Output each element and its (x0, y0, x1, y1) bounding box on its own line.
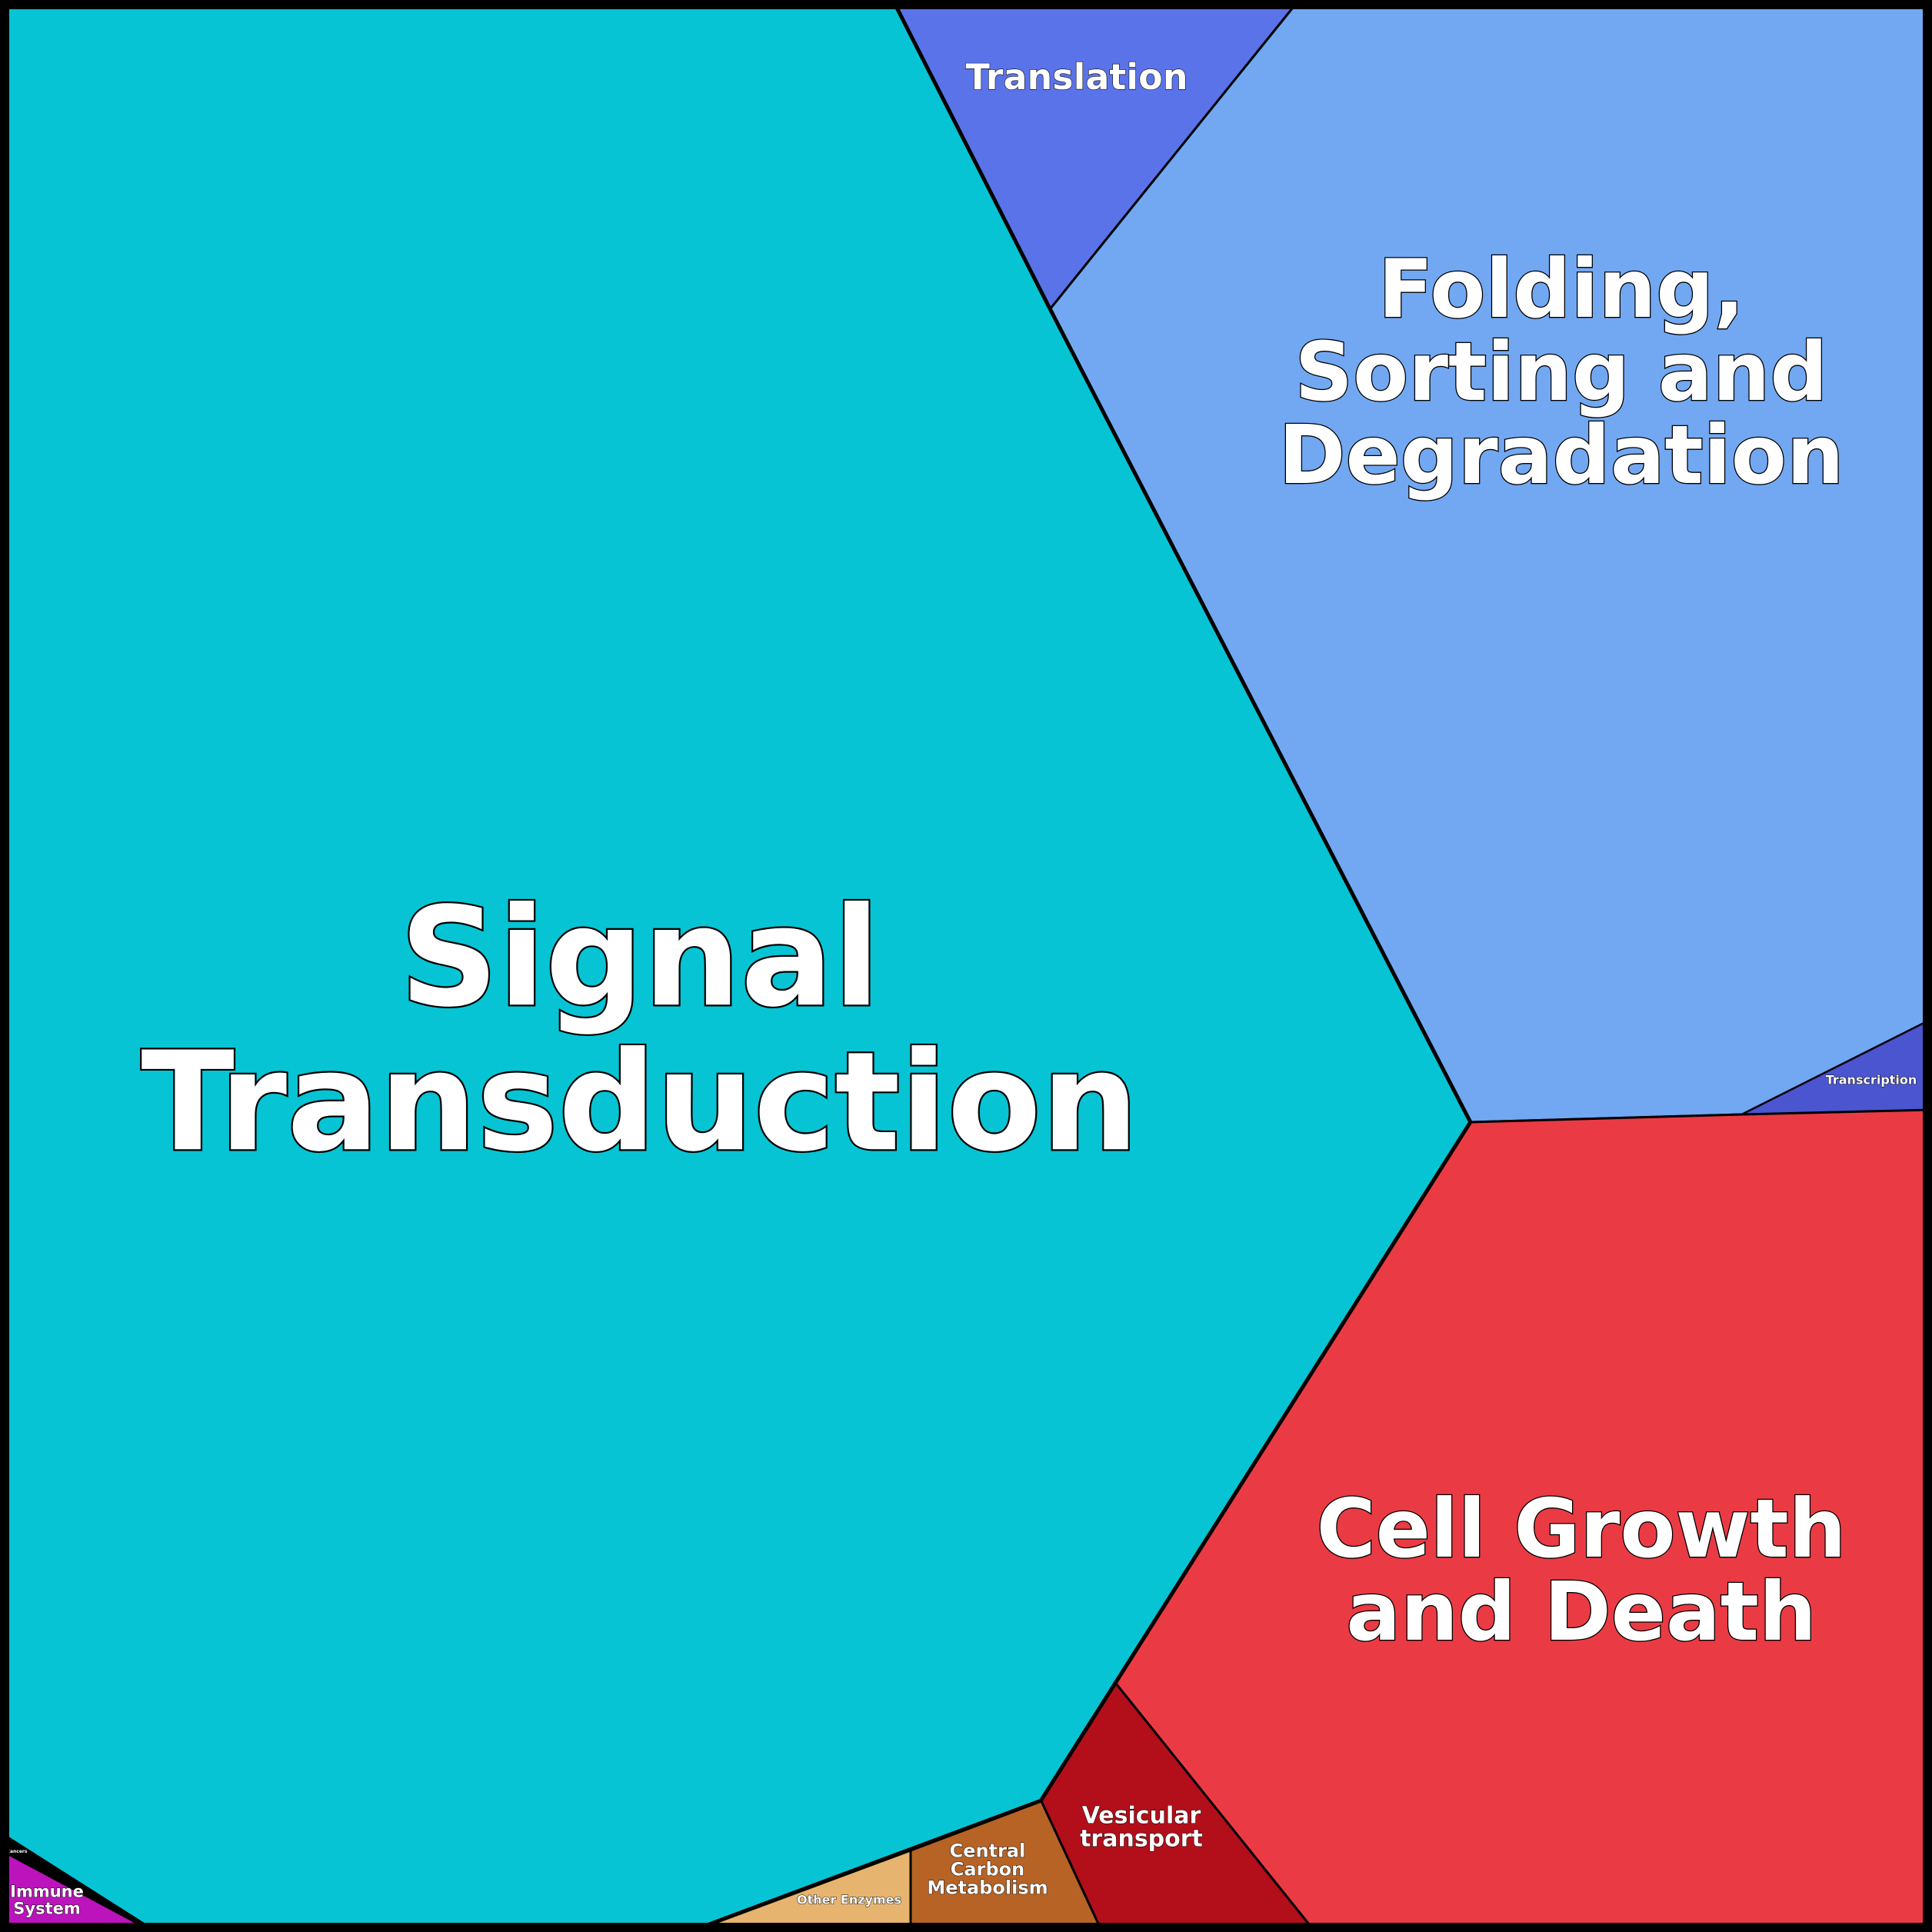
cell-label-line: Metabolism (927, 1877, 1048, 1898)
cell-label-line: Immune (10, 1882, 84, 1900)
cell-immune (0, 1848, 155, 1932)
cell-label-transcription: Transcription (1826, 1073, 1917, 1088)
cell-label-line: Sorting and (1295, 325, 1828, 419)
cell-vesicular (1040, 1682, 1317, 1932)
cell-label-line: Folding, (1378, 242, 1745, 336)
cell-label-line: Other Enzymes (797, 1893, 901, 1907)
cell-label-line: Cell Growth (1317, 1482, 1847, 1576)
cell-label-line: System (13, 1899, 80, 1917)
cell-label-line: Vesicular (1082, 1803, 1201, 1830)
cell-label-line: Signal (400, 878, 880, 1037)
cell-label-line: Cancers (7, 1849, 28, 1854)
cell-label-line: and Death (1346, 1565, 1817, 1659)
cell-label-line: Translation (965, 56, 1188, 98)
cell-label-line: Transcription (1826, 1073, 1917, 1088)
cell-label-cancers: Cancers (7, 1849, 28, 1854)
cell-label-line: Transduction (141, 1022, 1138, 1181)
cell-label-line: Degradation (1278, 408, 1844, 502)
cell-label-otherenz: Other Enzymes (797, 1893, 901, 1907)
cell-otherenz (689, 1849, 912, 1932)
cell-label-line: transport (1080, 1826, 1203, 1853)
cell-label-line: Central (950, 1840, 1026, 1861)
cell-central (909, 1800, 1104, 1932)
cell-label-translation: Translation (965, 56, 1188, 98)
cell-label-line: Carbon (951, 1858, 1024, 1880)
